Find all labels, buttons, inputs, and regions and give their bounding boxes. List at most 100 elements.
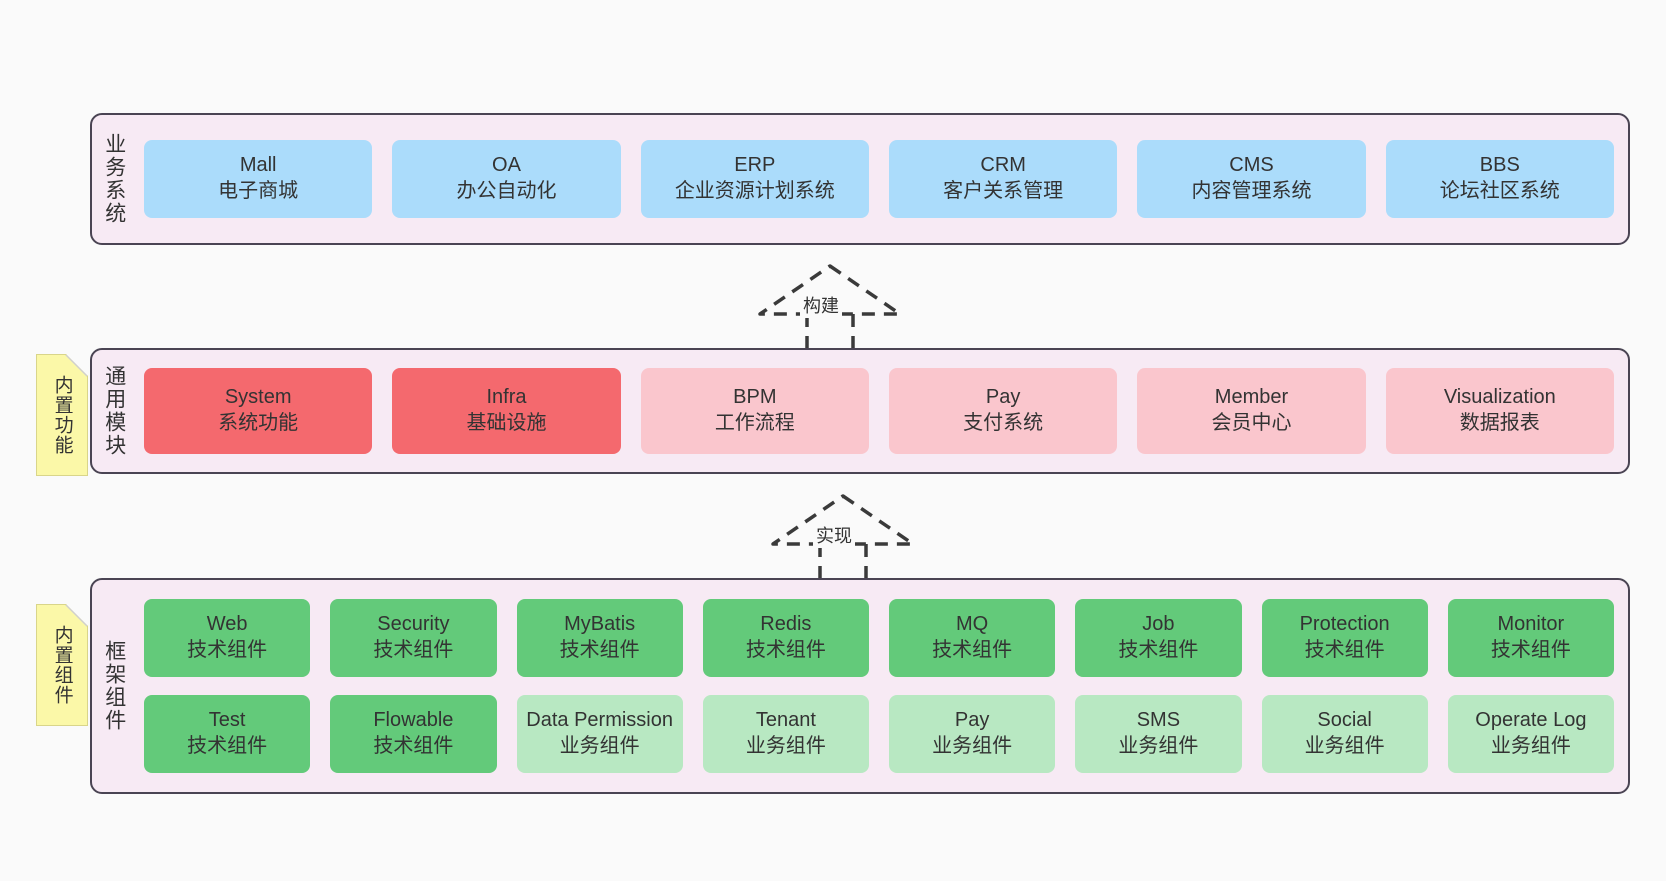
connector-build: 构建 <box>755 262 905 352</box>
component-name-en: Data Permission <box>526 709 673 732</box>
module-box-pay[interactable]: Pay 支付系统 <box>888 368 1118 454</box>
connector-stem <box>805 314 855 352</box>
component-box-protection[interactable]: Protection 技术组件 <box>1261 599 1428 677</box>
module-name-cn: 会员中心 <box>1211 412 1292 434</box>
component-name-cn: 技术组件 <box>373 735 454 757</box>
component-box-flowable[interactable]: Flowable 技术组件 <box>330 695 497 773</box>
connector-label-build: 构建 <box>800 292 842 318</box>
component-name-en: Social <box>1317 709 1372 732</box>
component-box-redis[interactable]: Redis 技术组件 <box>702 599 869 677</box>
component-name-en: SMS <box>1136 709 1181 732</box>
note-builtin-function: 内置功能 <box>36 354 88 476</box>
module-box-mall[interactable]: Mall 电子商城 <box>144 140 373 218</box>
component-name-en: Redis <box>760 613 812 636</box>
module-name-en: Mall <box>239 154 277 177</box>
component-name-cn: 技术组件 <box>932 639 1013 661</box>
component-name-en: MyBatis <box>564 613 636 636</box>
component-box-mq[interactable]: MQ 技术组件 <box>889 599 1056 677</box>
layer-body-framework-component: Web 技术组件 Security 技术组件 MyBatis 技术组件 Redi… <box>136 580 1628 792</box>
layer-business-system[interactable]: 业务系统 Mall 电子商城 OA 办公自动化 ERP 企业资源计划系统 CRM… <box>90 113 1630 245</box>
module-box-visualization[interactable]: Visualization 数据报表 <box>1385 368 1614 454</box>
module-box-erp[interactable]: ERP 企业资源计划系统 <box>640 140 869 218</box>
module-name-cn: 电子商城 <box>218 180 299 202</box>
component-box-security[interactable]: Security 技术组件 <box>330 599 497 677</box>
module-row: System 系统功能 Infra 基础设施 BPM 工作流程 Pay 支付系统… <box>144 368 1614 454</box>
component-name-en: Protection <box>1299 613 1390 636</box>
component-box-social[interactable]: Social 业务组件 <box>1261 695 1428 773</box>
connector-implement: 实现 <box>768 492 918 580</box>
module-name-cn: 论坛社区系统 <box>1439 180 1560 202</box>
component-name-cn: 业务组件 <box>932 735 1013 757</box>
component-box-job[interactable]: Job 技术组件 <box>1075 599 1242 677</box>
component-name-en: MQ <box>956 613 989 636</box>
component-box-tenant[interactable]: Tenant 业务组件 <box>702 695 869 773</box>
component-name-cn: 技术组件 <box>187 735 268 757</box>
component-name-cn: 业务组件 <box>1490 735 1571 757</box>
component-name-cn: 技术组件 <box>1304 639 1385 661</box>
layer-title-common-module: 通用模块 <box>102 365 126 457</box>
module-name-cn: 工作流程 <box>714 412 795 434</box>
note-label: 内置组件 <box>51 625 73 705</box>
module-name-cn: 数据报表 <box>1459 412 1540 434</box>
module-box-system[interactable]: System 系统功能 <box>144 368 373 454</box>
module-name-en: BPM <box>733 386 777 409</box>
module-box-infra[interactable]: Infra 基础设施 <box>392 368 621 454</box>
component-name-en: Test <box>208 709 246 732</box>
module-name-en: OA <box>492 154 521 177</box>
component-box-mybatis[interactable]: MyBatis 技术组件 <box>516 599 683 677</box>
component-box-monitor[interactable]: Monitor 技术组件 <box>1447 599 1614 677</box>
component-name-en: Flowable <box>373 709 454 732</box>
folded-corner-icon <box>65 605 87 627</box>
folded-corner-icon <box>65 355 87 377</box>
component-name-cn: 业务组件 <box>745 735 826 757</box>
module-name-en: Member <box>1214 386 1289 409</box>
note-label: 内置功能 <box>51 375 73 455</box>
layer-framework-component[interactable]: 框架组件 Web 技术组件 Security 技术组件 MyBatis 技术组件… <box>90 578 1630 794</box>
module-row: Mall 电子商城 OA 办公自动化 ERP 企业资源计划系统 CRM 客户关系… <box>144 140 1614 218</box>
component-box-pay[interactable]: Pay 业务组件 <box>889 695 1056 773</box>
component-name-cn: 技术组件 <box>559 639 640 661</box>
module-name-en: ERP <box>734 154 776 177</box>
module-box-member[interactable]: Member 会员中心 <box>1137 368 1366 454</box>
layer-title-business-system: 业务系统 <box>102 133 126 225</box>
module-name-cn: 客户关系管理 <box>943 180 1064 202</box>
module-name-en: Infra <box>486 386 527 409</box>
component-name-cn: 业务组件 <box>1118 735 1199 757</box>
module-box-bpm[interactable]: BPM 工作流程 <box>640 368 869 454</box>
module-box-bbs[interactable]: BBS 论坛社区系统 <box>1385 140 1614 218</box>
component-box-web[interactable]: Web 技术组件 <box>144 599 311 677</box>
component-name-en: Job <box>1142 613 1175 636</box>
layer-body-business-system: Mall 电子商城 OA 办公自动化 ERP 企业资源计划系统 CRM 客户关系… <box>136 115 1628 243</box>
module-name-en: System <box>224 386 292 409</box>
module-name-cn: 企业资源计划系统 <box>674 180 835 202</box>
component-box-data-permission[interactable]: Data Permission 业务组件 <box>516 695 683 773</box>
component-row-biz: Test 技术组件 Flowable 技术组件 Data Permission … <box>144 695 1614 773</box>
layer-common-module[interactable]: 通用模块 System 系统功能 Infra 基础设施 BPM 工作流程 Pay… <box>90 348 1630 474</box>
connector-stem <box>818 544 868 580</box>
module-name-cn: 支付系统 <box>963 412 1044 434</box>
component-name-en: Security <box>377 613 450 636</box>
component-box-test[interactable]: Test 技术组件 <box>144 695 311 773</box>
component-name-en: Operate Log <box>1475 709 1587 732</box>
module-name-en: CRM <box>980 154 1026 177</box>
component-box-operate-log[interactable]: Operate Log 业务组件 <box>1447 695 1614 773</box>
module-name-en: Visualization <box>1443 386 1556 409</box>
component-name-en: Monitor <box>1497 613 1565 636</box>
module-box-crm[interactable]: CRM 客户关系管理 <box>888 140 1118 218</box>
module-box-cms[interactable]: CMS 内容管理系统 <box>1137 140 1366 218</box>
component-name-cn: 业务组件 <box>559 735 640 757</box>
module-name-cn: 系统功能 <box>218 412 299 434</box>
module-name-cn: 内容管理系统 <box>1191 180 1312 202</box>
connector-label-implement: 实现 <box>813 522 855 548</box>
component-name-en: Web <box>206 613 248 636</box>
component-name-en: Tenant <box>755 709 816 732</box>
module-name-en: BBS <box>1479 154 1520 177</box>
component-name-cn: 技术组件 <box>373 639 454 661</box>
layer-body-common-module: System 系统功能 Infra 基础设施 BPM 工作流程 Pay 支付系统… <box>136 350 1628 472</box>
module-name-en: Pay <box>985 386 1021 409</box>
module-box-oa[interactable]: OA 办公自动化 <box>392 140 621 218</box>
module-name-cn: 办公自动化 <box>456 180 557 202</box>
component-box-sms[interactable]: SMS 业务组件 <box>1075 695 1242 773</box>
component-name-cn: 业务组件 <box>1304 735 1385 757</box>
